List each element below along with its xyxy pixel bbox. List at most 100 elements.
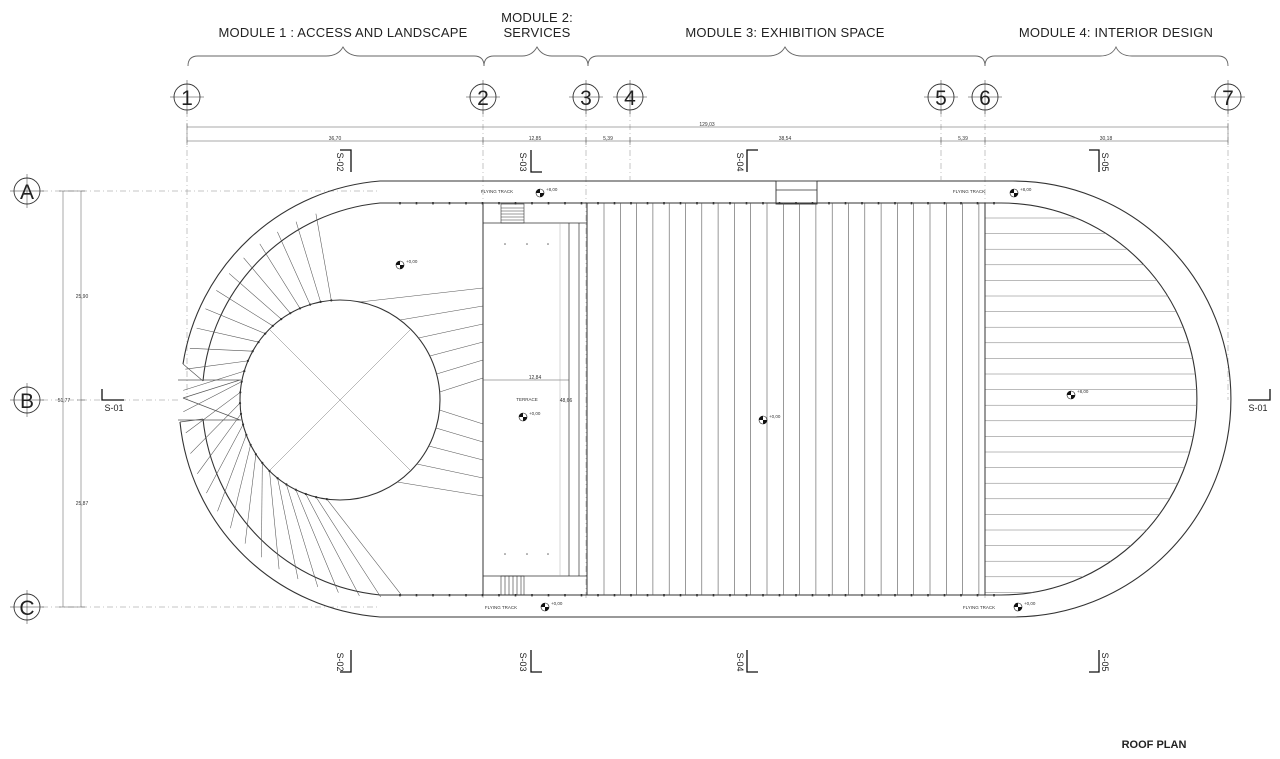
track-post: [861, 594, 863, 597]
ramp-spoke: [286, 484, 319, 587]
dim-overall: 129,03: [699, 122, 715, 128]
track-post: [696, 202, 698, 205]
track-post: [399, 594, 401, 597]
ramp-node: [298, 307, 302, 310]
svg-text:+0,00: +0,00: [769, 414, 781, 419]
ramp-node: [243, 370, 246, 373]
section-label-s01-left: S-01: [104, 403, 123, 413]
level-marker-6: +8,00: [1066, 389, 1089, 400]
ramp-spoke: [244, 454, 257, 544]
ramp-spoke: [416, 463, 484, 479]
terrace-dots: [504, 243, 549, 555]
module-headers: MODULE 1 : ACCESS AND LANDSCAPE MODULE 2…: [219, 10, 1213, 40]
annotations: FLYING TRACK FLYING TRACK FLYING TRACK F…: [481, 189, 995, 610]
axis-label-5: 5: [935, 87, 947, 110]
dimension-lines: [59, 123, 1229, 608]
track-post: [861, 202, 863, 205]
section-label-s01-right: S-01: [1248, 403, 1267, 413]
axis-bubble-c: C: [10, 590, 44, 624]
section-mark-s01-left: [101, 389, 124, 401]
track-post: [993, 594, 995, 597]
track-post: [828, 202, 830, 205]
axis-bubble-6: 6: [968, 80, 1002, 114]
track-post: [729, 594, 731, 597]
track-post: [679, 202, 682, 205]
ramp-node: [289, 312, 292, 315]
ramp-spoke: [261, 462, 263, 558]
axis-bubble-3: 3: [569, 80, 603, 114]
ramp-spoke: [196, 327, 259, 343]
axis-label-2: 2: [477, 87, 489, 110]
track-post: [597, 594, 599, 597]
section-label-s03-top: S-03: [518, 152, 528, 171]
ramp-spoke: [295, 221, 321, 302]
drawing-title: ROOF PLAN: [1122, 739, 1187, 751]
axis-label-1: 1: [181, 87, 193, 110]
ramp-spoke: [305, 493, 360, 597]
ramp-node: [276, 477, 279, 480]
ramp-node: [315, 496, 318, 499]
track-post: [696, 594, 698, 597]
axis-bubble-1: 1: [170, 80, 204, 114]
section-mark-s05-bottom: [1089, 650, 1100, 673]
ramp-node: [245, 433, 248, 436]
flying-track-label-bottom-right: FLYING TRACK: [963, 605, 995, 610]
track-post: [960, 202, 962, 205]
track-post: [712, 594, 715, 597]
terrace-length-dim: 48,66: [560, 398, 573, 404]
ramp-spoke: [429, 341, 484, 357]
track-post: [910, 594, 913, 597]
outer-track-outline: [179, 180, 1232, 618]
track-post: [630, 594, 632, 597]
track-post: [811, 594, 814, 597]
track-post: [960, 594, 962, 597]
entry-gap: [178, 363, 241, 423]
ramp-node: [246, 359, 249, 362]
track-post: [448, 594, 451, 597]
track-post: [498, 594, 500, 597]
ramp-spoke: [183, 370, 245, 391]
level-marker-4: +0,00: [758, 414, 781, 425]
track-post: [498, 202, 500, 205]
dim-span-3-4: 5,39: [603, 136, 613, 142]
track-post: [613, 594, 616, 597]
ramp-spoke: [205, 308, 266, 334]
module-braces: [187, 45, 1229, 67]
dim-vertical-b-c: 25,87: [76, 501, 89, 507]
track-post: [795, 594, 797, 597]
ramp-spoke: [228, 273, 282, 320]
ramp-node: [257, 341, 260, 344]
ramp-spoke: [428, 445, 484, 461]
ramp-node: [309, 303, 312, 306]
module-1-brace: [187, 46, 485, 67]
central-circle: [239, 299, 441, 501]
track-post: [547, 594, 550, 597]
track-post: [531, 594, 533, 597]
module-2-label-line-1: MODULE 2:: [501, 10, 573, 25]
svg-text:+0,00: +0,00: [406, 259, 418, 264]
ramp-spoke: [197, 413, 242, 474]
track-post: [927, 594, 929, 597]
track-post: [448, 202, 451, 205]
track-post: [646, 202, 649, 205]
ramp-node: [239, 412, 243, 415]
track-post: [481, 202, 484, 205]
section-label-s02-bottom: S-02: [335, 652, 345, 671]
section-mark-s04-bottom: [746, 650, 758, 673]
ramp-node: [251, 350, 254, 353]
section-mark-s05-top: [1089, 149, 1100, 172]
grid-bubbles: 1 2 3 4 5 6: [10, 80, 1245, 624]
section-label-s05-bottom: S-05: [1100, 652, 1110, 671]
axis-bubble-7: 7: [1211, 80, 1245, 114]
track-post: [762, 594, 764, 597]
exhibition-frame: [586, 202, 986, 596]
track-post: [844, 202, 847, 205]
track-post: [465, 594, 467, 597]
axis-label-a: A: [20, 181, 34, 204]
track-post: [663, 202, 665, 205]
ramp-spoke: [189, 348, 253, 352]
module-3-brace: [587, 46, 986, 67]
track-post: [927, 202, 929, 205]
track-post: [415, 202, 418, 205]
svg-text:+8,00: +8,00: [546, 187, 558, 192]
